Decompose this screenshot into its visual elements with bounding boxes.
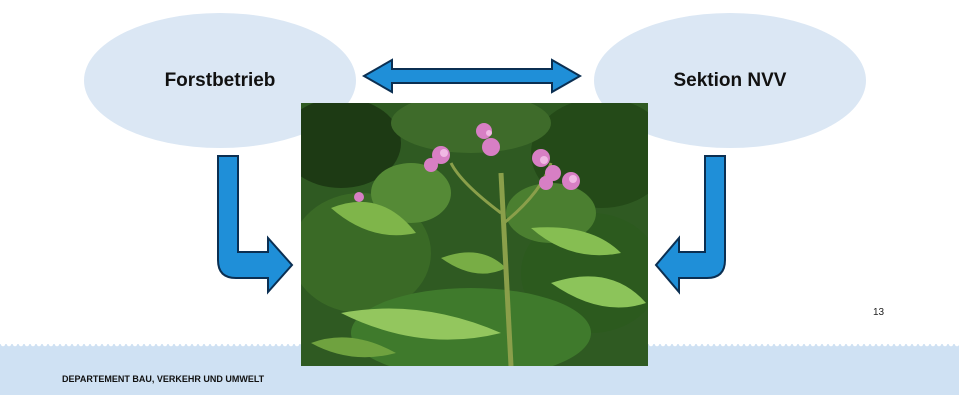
sektion-nvv-label: Sektion NVV	[673, 69, 787, 91]
plant-photo	[301, 103, 648, 366]
double-arrow	[361, 58, 583, 94]
left-bent-arrow	[217, 155, 294, 295]
page-number: 13	[873, 307, 885, 318]
footer-department: DEPARTEMENT BAU, VERKEHR UND UMWELT	[62, 374, 265, 384]
forstbetrieb-label: Forstbetrieb	[164, 69, 276, 91]
right-bent-arrow	[654, 155, 726, 295]
